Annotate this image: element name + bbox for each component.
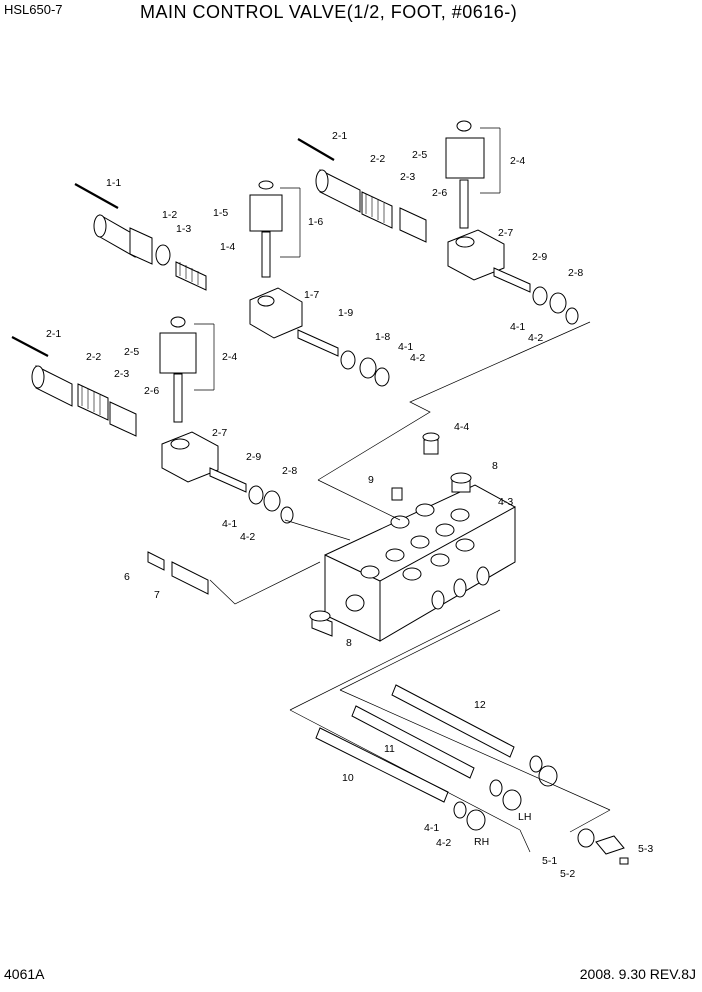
model-number: HSL650-7: [4, 2, 63, 17]
label-1-8: 1-8: [375, 331, 390, 343]
main-valve-body: [147, 432, 516, 642]
label-2-3-l: 2-3: [114, 368, 129, 380]
solenoid-assembly-2-right: [297, 120, 579, 325]
part-1-9-spool: [297, 329, 339, 357]
label-4-1-b: 4-1: [424, 822, 439, 834]
label-10: 10: [342, 772, 354, 784]
label-rh: RH: [474, 836, 489, 848]
label-4-2-b: 4-2: [436, 837, 451, 849]
label-8-top: 8: [492, 460, 498, 472]
label-2-3-r: 2-3: [400, 171, 415, 183]
label-4-2-r: 4-2: [528, 332, 543, 344]
part-1-7-body: [249, 287, 303, 339]
label-2-6-l: 2-6: [144, 385, 159, 397]
label-1-9: 1-9: [338, 307, 353, 319]
label-1-4: 1-4: [220, 241, 235, 253]
page-title: MAIN CONTROL VALVE(1/2, FOOT, #0616-): [140, 2, 518, 22]
page-code: 4061A: [4, 966, 45, 982]
revision-date: 2008. 9.30 REV.8J: [579, 966, 696, 982]
label-4-1-r: 4-1: [510, 321, 525, 333]
label-2-4-r: 2-4: [510, 155, 525, 167]
label-1-7: 1-7: [304, 289, 319, 301]
leader-lines: [209, 321, 611, 853]
label-4-1-a: 4-1: [398, 341, 413, 353]
part-1-1-bolt: [74, 183, 119, 209]
label-1-1: 1-1: [106, 177, 121, 189]
label-2-7-r: 2-7: [498, 227, 513, 239]
label-lh: LH: [518, 811, 531, 823]
label-11: 11: [384, 743, 395, 755]
label-1-3: 1-3: [176, 223, 191, 235]
label-2-5-l: 2-5: [124, 346, 139, 358]
label-4-1-l: 4-1: [222, 518, 237, 530]
label-2-8-l: 2-8: [282, 465, 297, 477]
label-5-1: 5-1: [542, 855, 557, 867]
label-2-5-r: 2-5: [412, 149, 427, 161]
label-4-2-a: 4-2: [410, 352, 425, 364]
label-2-9-r: 2-9: [532, 251, 547, 263]
part-1-8-oring: [340, 350, 356, 370]
label-9: 9: [368, 474, 374, 486]
label-2-6-r: 2-6: [432, 187, 447, 199]
label-7: 7: [154, 589, 160, 601]
solenoid-assembly-2-left: [11, 316, 294, 524]
label-1-2: 1-2: [162, 209, 177, 221]
label-12: 12: [474, 699, 486, 711]
part-1-5-coil: [249, 194, 283, 232]
part-1-3-oring: [155, 244, 171, 266]
label-2-1-l: 2-1: [46, 328, 61, 340]
part-1-4-spring: [175, 261, 207, 291]
label-2-7-l: 2-7: [212, 427, 227, 439]
label-5-3: 5-3: [638, 843, 653, 855]
label-1-5: 1-5: [213, 207, 228, 219]
label-4-4: 4-4: [454, 421, 469, 433]
part-1-6-stem: [261, 231, 271, 278]
callout-labels: 1-1 1-2 1-3 1-4 1-5 1-6 1-7 1-9 1-8 4-1 …: [46, 130, 653, 880]
label-2-8-r: 2-8: [568, 267, 583, 279]
label-1-6: 1-6: [308, 216, 323, 228]
label-2-2-l: 2-2: [86, 351, 101, 363]
label-4-2-l: 4-2: [240, 531, 255, 543]
label-4-3: 4-3: [498, 496, 513, 508]
label-2-9-l: 2-9: [246, 451, 261, 463]
label-8-bottom: 8: [346, 637, 352, 649]
solenoid-assembly-1: [74, 180, 390, 387]
label-2-2-r: 2-2: [370, 153, 385, 165]
spools: [315, 684, 629, 865]
label-2-4-l: 2-4: [222, 351, 237, 363]
label-2-1-r: 2-1: [332, 130, 347, 142]
label-5-2: 5-2: [560, 868, 575, 880]
label-6: 6: [124, 571, 130, 583]
